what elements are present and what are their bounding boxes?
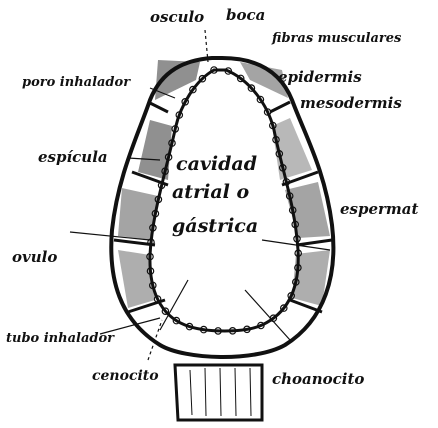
label-cenocito: cenocito [92, 368, 159, 384]
label-epidermis: epidermis [278, 68, 362, 86]
label-mesodermis: mesodermis [300, 94, 402, 112]
label-poro-inhalador: poro inhalador [22, 75, 131, 90]
stalk-hatching [190, 368, 251, 416]
label-espermat: espermat [340, 200, 419, 218]
label-osculo: osculo [150, 8, 204, 26]
label-ovulo: ovulo [12, 248, 57, 266]
label-boca: boca [226, 6, 265, 24]
sponge-stalk [175, 365, 262, 420]
label-fibras-musculares: fibras musculares [271, 31, 402, 46]
label-cavidad-line1: cavidad [176, 153, 257, 175]
label-espicula: espícula [38, 148, 108, 166]
label-choanocito: choanocito [272, 370, 364, 388]
label-cavidad-line2: atrial o [172, 181, 249, 203]
label-cavidad-line3: gástrica [172, 215, 258, 237]
label-tubo-inhalador: tubo inhalador [6, 331, 115, 346]
